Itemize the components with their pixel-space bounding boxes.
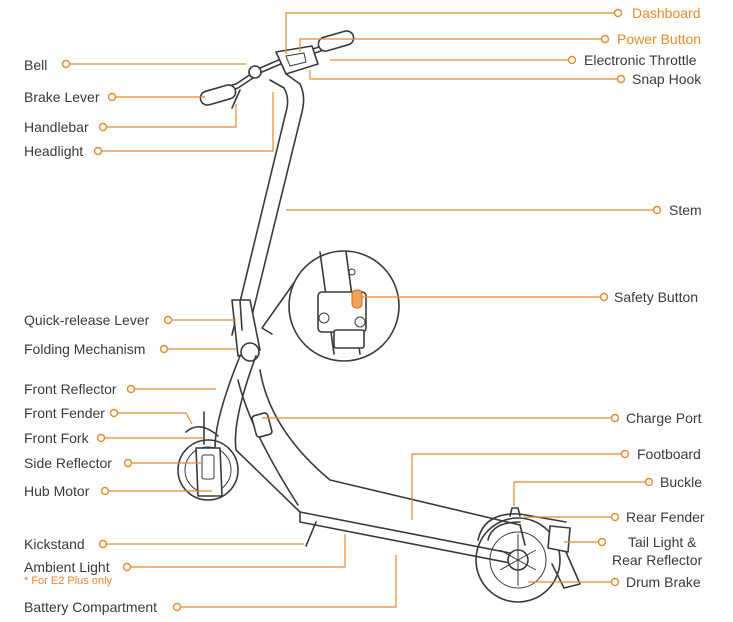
safety-button-inset <box>261 250 400 362</box>
label-stem: Stem <box>669 202 702 218</box>
label-drum-brake: Drum Brake <box>626 574 701 590</box>
label-front-fender: Front Fender <box>24 405 105 421</box>
label-bell: Bell <box>24 57 48 73</box>
label-front-fork: Front Fork <box>24 430 89 446</box>
label-folding-mechanism: Folding Mechanism <box>24 341 146 357</box>
label-front-reflector: Front Reflector <box>24 381 117 397</box>
label-side-reflector: Side Reflector <box>24 455 112 471</box>
label-battery-compartment: Battery Compartment <box>24 599 158 615</box>
leader-lines <box>66 12 657 608</box>
label-rear-fender: Rear Fender <box>626 509 705 525</box>
label-tail-light-line2: Rear Reflector <box>612 552 703 568</box>
label-handlebar: Handlebar <box>24 119 89 135</box>
label-snap-hook: Snap Hook <box>632 71 702 87</box>
label-hub-motor: Hub Motor <box>24 483 90 499</box>
label-electronic-throttle: Electronic Throttle <box>584 52 697 68</box>
label-kickstand: Kickstand <box>24 536 85 552</box>
leader-dots <box>61 8 662 612</box>
label-quick-release-lever: Quick-release Lever <box>24 312 150 328</box>
label-power-button: Power Button <box>617 31 702 47</box>
label-dashboard: Dashboard <box>632 5 701 21</box>
label-brake-lever: Brake Lever <box>24 89 100 105</box>
label-ambient-light-note: * For E2 Plus only <box>24 575 113 587</box>
label-tail-light-line1: Tail Light & <box>628 534 697 550</box>
scooter-illustration <box>177 30 581 603</box>
label-headlight: Headlight <box>24 143 84 159</box>
label-charge-port: Charge Port <box>626 410 702 426</box>
label-footboard: Footboard <box>637 446 701 462</box>
label-ambient-light: Ambient Light <box>24 559 110 575</box>
safety-button-highlight <box>351 289 363 309</box>
label-buckle: Buckle <box>660 474 703 490</box>
label-safety-button: Safety Button <box>614 289 699 305</box>
